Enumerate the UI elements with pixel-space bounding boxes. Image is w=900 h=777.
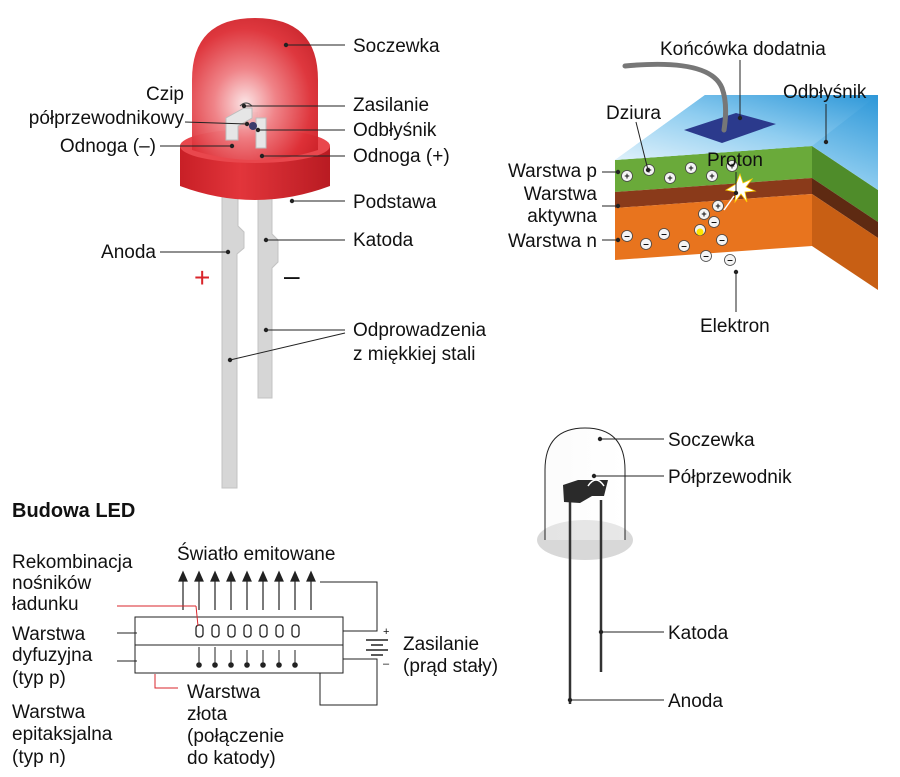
svg-text:+: + [624, 171, 629, 181]
positive-contact-pad [684, 113, 776, 143]
svg-text:–: – [711, 217, 717, 228]
svg-text:–: – [719, 235, 725, 246]
battery-plus: + [383, 626, 389, 638]
label-junction-reflector: Odbłyśnik [783, 82, 867, 103]
circuit-wire-top [320, 581, 378, 632]
holes [621, 160, 738, 220]
inner-lead-plus [255, 117, 267, 149]
label-lens: Soczewka [353, 36, 440, 57]
svg-text:–: – [681, 241, 687, 252]
label-p-layer: Warstwa p [508, 161, 597, 182]
semiconductor-chip [249, 122, 257, 130]
label-gold-line3: (połączenie [187, 726, 284, 747]
photon-arrow [723, 195, 735, 211]
recombination-elements [195, 624, 300, 638]
red-led-illustration: + – Soczewka Czip półprzewodnikowy Zasil… [29, 18, 487, 489]
active-layer-front [615, 178, 812, 208]
pn-junction-illustration: +++ +++ ++ ––– ––– ––– [508, 39, 878, 337]
label-recomb-line3: ładunku [12, 594, 79, 615]
label-active-line2: aktywna [527, 206, 597, 227]
svg-text:+: + [709, 171, 714, 181]
label-recomb-line2: nośników [12, 573, 91, 594]
simple-bond-wire [587, 479, 605, 487]
label-diffusion-line2: dyfuzyjna [12, 645, 93, 666]
cathode-minus-sign: – [284, 260, 300, 291]
svg-text:+: + [688, 163, 693, 173]
svg-text:+: + [729, 161, 734, 171]
svg-text:–: – [624, 231, 630, 242]
gold-contacts [196, 647, 298, 668]
p-layer-front [615, 146, 812, 192]
label-positive-tip: Końcówka dodatnia [660, 39, 826, 60]
recomb-leader-tip [195, 605, 199, 627]
svg-text:+: + [667, 173, 672, 183]
label-active-line1: Warstwa [524, 184, 598, 205]
active-layer-side [812, 178, 878, 238]
label-simple-cathode: Katoda [668, 623, 729, 644]
label-epi-line3: (typ n) [12, 747, 66, 768]
label-chip-line2: półprzewodnikowy [29, 108, 185, 129]
label-leg-minus: Odnoga (–) [60, 136, 156, 157]
led-lens [192, 18, 318, 160]
simple-led-leader-lines [567, 436, 664, 703]
label-gold-line4: do katody) [187, 748, 276, 769]
label-proton: Proton [707, 150, 763, 171]
svg-text:–: – [727, 255, 733, 266]
simple-led-illustration: Soczewka Półprzewodnik Katoda Anoda [537, 427, 792, 712]
gold-leader [154, 674, 178, 689]
label-diffusion-line1: Warstwa [12, 624, 86, 645]
label-simple-anode: Anoda [668, 691, 723, 712]
anode-plus-sign: + [194, 262, 210, 293]
label-n-layer: Warstwa n [508, 231, 597, 252]
label-anode: Anoda [101, 242, 156, 263]
label-hole: Dziura [606, 103, 661, 124]
label-epi-line1: Warstwa [12, 702, 86, 723]
label-supply-line2: (prąd stały) [403, 656, 498, 677]
label-cathode: Katoda [353, 230, 414, 251]
label-power: Zasilanie [353, 95, 429, 116]
svg-text:+: + [701, 209, 706, 219]
label-chip-line1: Czip [146, 84, 184, 105]
label-leg-plus: Odnoga (+) [353, 146, 450, 167]
junction-leader-lines [602, 60, 829, 312]
label-simple-semiconductor: Półprzewodnik [668, 467, 792, 488]
led-structure-schematic: Budowa LED [12, 500, 498, 769]
label-base: Podstawa [353, 192, 437, 213]
label-recomb-line1: Rekombinacja [12, 552, 133, 573]
n-layer-side [812, 194, 878, 290]
label-electron: Elektron [700, 316, 770, 337]
led-leader-lines [160, 42, 346, 363]
simple-semiconductor [563, 480, 608, 503]
svg-text:–: – [643, 239, 649, 250]
schematic-title: Budowa LED [12, 500, 135, 522]
label-supply-line1: Zasilanie [403, 634, 479, 655]
bond-wire [239, 102, 253, 107]
emitted-light-arrows [178, 570, 316, 610]
contact-wire [622, 61, 729, 133]
label-epi-line2: epitaksjalna [12, 724, 113, 745]
label-diffusion-line3: (typ p) [12, 668, 66, 689]
label-reflector: Odbłyśnik [353, 120, 437, 141]
battery-minus: – [383, 658, 390, 670]
p-layer-side [812, 146, 878, 222]
label-leads-line1: Odprowadzenia [353, 320, 487, 341]
battery-gap [368, 636, 388, 656]
svg-text:–: – [661, 229, 667, 240]
label-leads-line2: z miękkiej stali [353, 344, 475, 365]
label-simple-lens: Soczewka [668, 430, 755, 451]
recombination-spark [696, 228, 704, 236]
label-gold-line1: Warstwa [187, 682, 261, 703]
label-gold-line2: złota [187, 704, 228, 725]
svg-text:–: – [703, 251, 709, 262]
label-emitted-light: Światło emitowane [177, 543, 335, 565]
svg-text:+: + [715, 201, 720, 211]
